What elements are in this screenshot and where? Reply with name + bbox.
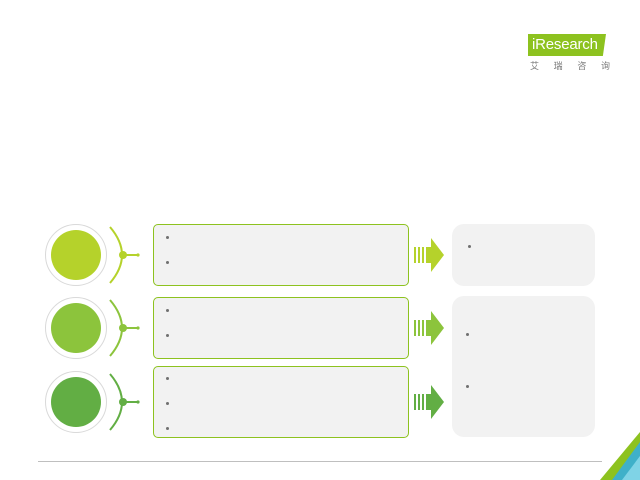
- bullet-dot: [166, 427, 169, 430]
- logo-subtitle-char: 艾: [530, 61, 540, 71]
- row1-circle-fill: [51, 230, 101, 280]
- logo-wordmark: iResearch: [532, 36, 598, 53]
- logo-mark: [528, 34, 606, 56]
- row3-circle-fill: [51, 377, 101, 427]
- bullet-dot: [468, 245, 471, 248]
- row3-arrow-icon: [414, 385, 444, 419]
- row3-connector: [109, 373, 140, 431]
- bullet-dot: [166, 236, 169, 239]
- logo-subtitle-char: 瑞: [553, 61, 563, 71]
- logo-subtitle-char: 询: [600, 61, 610, 71]
- result-box-1: [452, 224, 595, 286]
- row2-arrow-icon: [414, 311, 444, 345]
- row1-content-box: [153, 224, 409, 286]
- iresearch-logo: iResearch 艾 瑞 咨 询: [528, 34, 610, 76]
- bullet-dot: [166, 261, 169, 264]
- logo-subtitle-char: 咨: [577, 61, 587, 71]
- bullet-dot: [166, 334, 169, 337]
- row2-circle-fill: [51, 303, 101, 353]
- row3-content-box: [153, 366, 409, 438]
- row2-connector: [109, 299, 140, 357]
- bullet-dot: [166, 377, 169, 380]
- footer-divider: [38, 461, 602, 462]
- bullet-dot: [466, 333, 469, 336]
- row1-arrow-icon: [414, 238, 444, 272]
- row3-circle: [45, 371, 107, 433]
- logo-subtitle: 艾 瑞 咨 询: [530, 61, 610, 72]
- row2-content-box: [153, 297, 409, 359]
- corner-decoration: [600, 432, 640, 480]
- row1-circle: [45, 224, 107, 286]
- bullet-dot: [466, 385, 469, 388]
- bullet-dot: [166, 402, 169, 405]
- row2-circle: [45, 297, 107, 359]
- result-box-2: [452, 296, 595, 437]
- row1-connector: [109, 226, 140, 284]
- bullet-dot: [166, 309, 169, 312]
